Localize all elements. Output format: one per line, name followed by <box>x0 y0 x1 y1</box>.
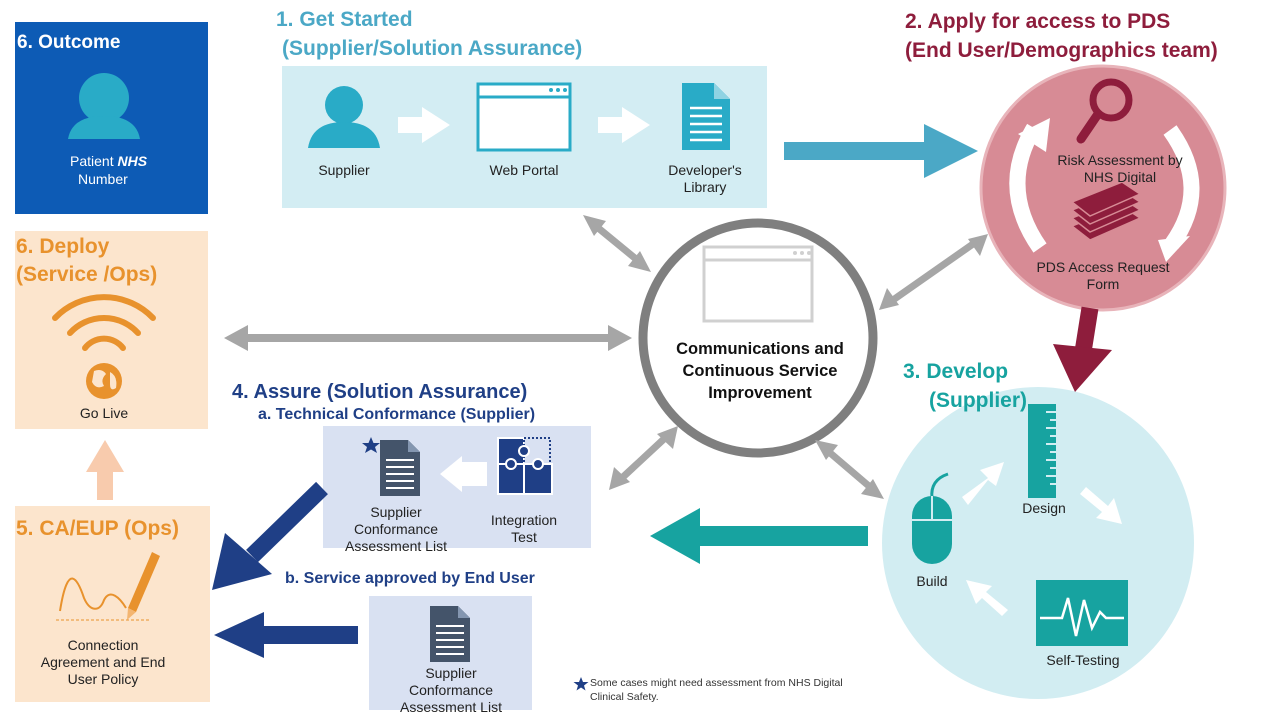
self-testing-label: Self-Testing <box>1046 652 1120 668</box>
develop-title-line2: (Supplier) <box>929 389 1027 412</box>
nhs-logo: NHS <box>117 153 148 169</box>
risk-assessment-label: Risk Assessment by NHS Digital <box>1057 152 1183 185</box>
develop-title-line1: 3. Develop <box>903 360 1009 383</box>
outcome-label-line2: Number <box>78 171 128 187</box>
library-label: Developer's Library <box>668 162 742 195</box>
footnote: Some cases might need assessment from NH… <box>590 677 843 703</box>
deploy-title-line2: (Service /Ops) <box>16 263 158 286</box>
browser-window-icon <box>476 82 572 152</box>
cycle-arrow-left <box>1009 123 1047 253</box>
heartbeat-monitor-icon <box>1036 580 1128 646</box>
ca-eup-label: Connection Agreement and End User Policy <box>40 637 166 687</box>
go-live-label: Go Live <box>79 405 129 421</box>
wifi-icon <box>52 294 156 351</box>
outcome-label-line1: Patient NHS <box>70 153 148 169</box>
person-icon <box>68 73 140 139</box>
center-label: Communications and Continuous Service Im… <box>676 340 844 402</box>
design-label: Design <box>1022 500 1066 516</box>
scal-label: Supplier Conformance Assessment List <box>345 504 447 554</box>
mouse-icon <box>912 472 952 564</box>
build-label: Build <box>916 573 948 589</box>
person-icon <box>308 86 380 148</box>
portal-label: Web Portal <box>489 162 559 178</box>
apply-title-line1: 2. Apply for access to PDS <box>905 10 1171 33</box>
document-icon <box>430 606 470 662</box>
document-icon <box>682 83 730 150</box>
pds-form-label: PDS Access Request Form <box>1036 259 1170 292</box>
star-icon <box>362 437 380 453</box>
assure-sub-a: a. Technical Conformance (Supplier) <box>258 406 536 423</box>
ca-eup-title: 5. CA/EUP (Ops) <box>16 517 179 540</box>
get-started-title-line2: (Supplier/Solution Assurance) <box>282 37 583 60</box>
pen-chart-icon <box>56 552 160 621</box>
deploy-title-line1: 6. Deploy <box>16 235 110 258</box>
cycle-arrow-right <box>1163 125 1200 249</box>
ruler-icon <box>1028 404 1056 498</box>
ca-eup-panel <box>15 506 210 702</box>
assure-title: 4. Assure (Solution Assurance) <box>232 381 528 403</box>
apply-title-line2: (End User/Demographics team) <box>905 39 1218 62</box>
get-started-title-line1: 1. Get Started <box>276 8 413 31</box>
integration-test-label: Integration Test <box>490 512 558 545</box>
star-icon <box>573 677 589 691</box>
document-icon <box>380 440 420 496</box>
globe-icon <box>86 363 122 399</box>
form-stack-icon <box>1070 181 1142 241</box>
assure-sub-b: b. Service approved by End User <box>285 570 535 587</box>
browser-window-icon <box>702 245 814 323</box>
outcome-title: 6. Outcome <box>17 32 121 53</box>
scal-b-label: Supplier Conformance Assessment List <box>400 665 502 715</box>
puzzle-icon <box>497 437 553 495</box>
magnifier-icon <box>1076 78 1133 144</box>
center-circle <box>638 218 878 458</box>
supplier-label: Supplier <box>318 162 370 178</box>
